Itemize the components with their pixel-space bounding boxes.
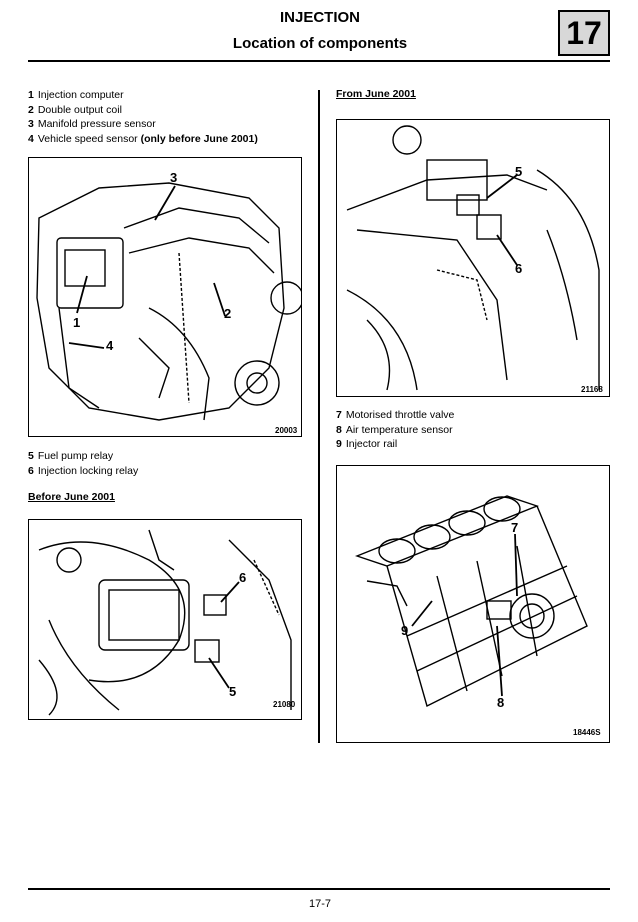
page-number: 17-7: [308, 898, 332, 910]
callout-3: 3: [170, 170, 178, 185]
callout-5: 5: [229, 684, 237, 699]
engine-drawing: [36, 182, 301, 421]
footer-rule: [28, 888, 610, 890]
manifold-figure: 7 9 8 18446S: [336, 465, 610, 743]
callout-6: 6: [239, 570, 247, 585]
callout-2: 2: [224, 306, 232, 321]
callout-4: 4: [106, 338, 114, 353]
callout-9: 9: [401, 623, 409, 638]
callout-5: 5: [515, 164, 523, 179]
column-divider: [318, 90, 320, 743]
callout-7: 7: [511, 520, 519, 535]
figure-ref: 21080: [273, 700, 296, 709]
manifold-drawing: [354, 495, 588, 708]
engine-figure: 3 2 1 4 20003: [28, 157, 302, 437]
chapter-number: 17: [558, 10, 610, 56]
callout-1: 1: [73, 315, 81, 330]
figure-ref: 20003: [275, 426, 298, 435]
callout-8: 8: [497, 695, 505, 710]
relays-before-figure: 6 5 21080: [28, 519, 302, 720]
figure-ref: 21168: [581, 385, 603, 394]
figure-ref: 18446S: [573, 728, 601, 737]
page-title: INJECTION: [279, 9, 360, 26]
section-before-june-2001: Before June 2001: [28, 491, 115, 503]
page-subtitle: Location of components: [232, 35, 408, 52]
section-from-june-2001: From June 2001: [336, 88, 416, 100]
relays-from-figure: 5 6 21168: [336, 119, 610, 397]
relays-from-drawing: [346, 125, 600, 391]
relays-before-drawing: [38, 529, 292, 716]
header-rule: [28, 60, 610, 62]
callout-6: 6: [515, 261, 523, 276]
